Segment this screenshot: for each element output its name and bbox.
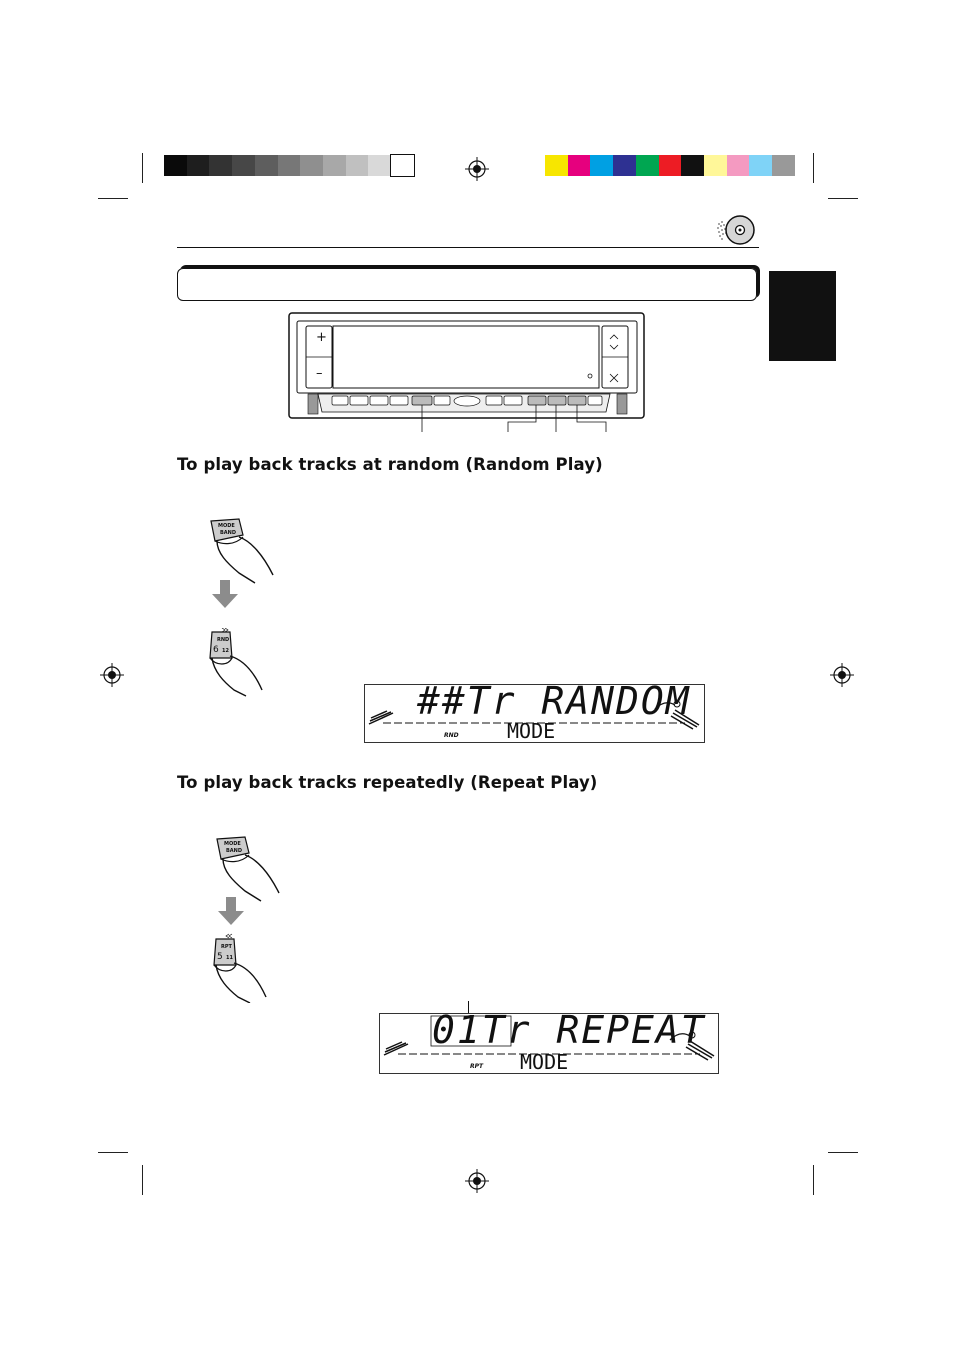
- repeat-play-heading: To play back tracks repeatedly (Repeat P…: [177, 773, 598, 792]
- color-swatch: [772, 155, 796, 176]
- repeat-display-main: 01Tr REPEAT: [432, 1008, 706, 1052]
- rnd-finger-illustration: [209, 628, 263, 697]
- gray-swatch: [368, 155, 392, 176]
- crop-mark: [828, 1152, 858, 1153]
- rnd-sub: 12: [222, 648, 229, 654]
- lcd-decoration: [383, 1015, 715, 1061]
- crop-mark: [142, 1165, 143, 1195]
- random-display: ##Tr RANDOM MODE RND: [364, 679, 705, 743]
- mode-band-finger-illustration: [216, 836, 280, 902]
- crop-mark: [813, 153, 814, 183]
- mode-label: MODE: [224, 841, 241, 847]
- crop-mark: [98, 1152, 128, 1153]
- mode-band-finger-illustration: [210, 518, 274, 584]
- registration-mark-icon: [100, 663, 124, 687]
- rpt-indicator: RPT: [470, 1063, 484, 1070]
- gray-swatch: [300, 155, 324, 176]
- random-display-main: ##Tr RANDOM: [417, 679, 691, 723]
- color-swatch: [658, 155, 682, 176]
- color-swatch: [613, 155, 637, 176]
- color-swatch: [726, 155, 750, 176]
- down-arrow-icon: [218, 897, 244, 925]
- mode-label: MODE: [218, 523, 235, 529]
- plus-label: +: [316, 330, 327, 345]
- rpt-number: 5: [217, 952, 223, 962]
- repeat-display-sub: MODE: [520, 1050, 569, 1074]
- crop-mark: [142, 153, 143, 183]
- registration-mark-icon: [465, 1169, 489, 1193]
- gray-swatch: [164, 155, 188, 176]
- color-swatch: [590, 155, 614, 176]
- random-play-heading: To play back tracks at random (Random Pl…: [177, 455, 603, 474]
- color-swatch: [567, 155, 591, 176]
- rnd-indicator: RND: [444, 732, 459, 739]
- rnd-number: 6: [213, 645, 219, 655]
- registration-mark-icon: [465, 157, 489, 181]
- crop-mark: [828, 198, 858, 199]
- down-arrow-icon: [212, 580, 238, 608]
- crop-mark: [813, 1165, 814, 1195]
- gray-swatch: [322, 155, 347, 176]
- gray-swatch: [277, 155, 301, 176]
- color-swatch: [749, 155, 773, 176]
- gray-swatch: [209, 155, 233, 176]
- band-label: BAND: [220, 530, 237, 536]
- lcd-decoration: [368, 700, 700, 730]
- rpt-finger-illustration: [213, 933, 267, 1003]
- gray-swatch: [254, 155, 278, 176]
- color-swatch: [635, 155, 659, 176]
- color-swatch: [545, 155, 569, 176]
- faceplate-diagram: [288, 312, 645, 432]
- gray-swatch: [186, 155, 210, 176]
- color-swatch: [703, 155, 728, 176]
- repeat-display: 01Tr REPEAT MODE RPT: [379, 1008, 719, 1074]
- color-swatch: [681, 155, 705, 176]
- rnd-label: RND: [217, 637, 230, 643]
- rpt-sub: 11: [226, 955, 233, 961]
- header-rule: [177, 247, 759, 248]
- minus-label: –: [316, 366, 323, 381]
- band-label: BAND: [226, 848, 243, 854]
- random-display-sub: MODE: [507, 719, 556, 743]
- language-tab: [769, 271, 836, 361]
- crop-mark: [98, 198, 128, 199]
- registration-mark-icon: [830, 663, 854, 687]
- gray-swatch: [232, 155, 256, 176]
- title-bar: [177, 268, 757, 301]
- callout-line: [468, 1001, 469, 1015]
- gray-swatch: [345, 155, 369, 176]
- rpt-label: RPT: [221, 944, 232, 950]
- cd-disc-icon: [717, 215, 755, 245]
- gray-swatch: [389, 154, 416, 177]
